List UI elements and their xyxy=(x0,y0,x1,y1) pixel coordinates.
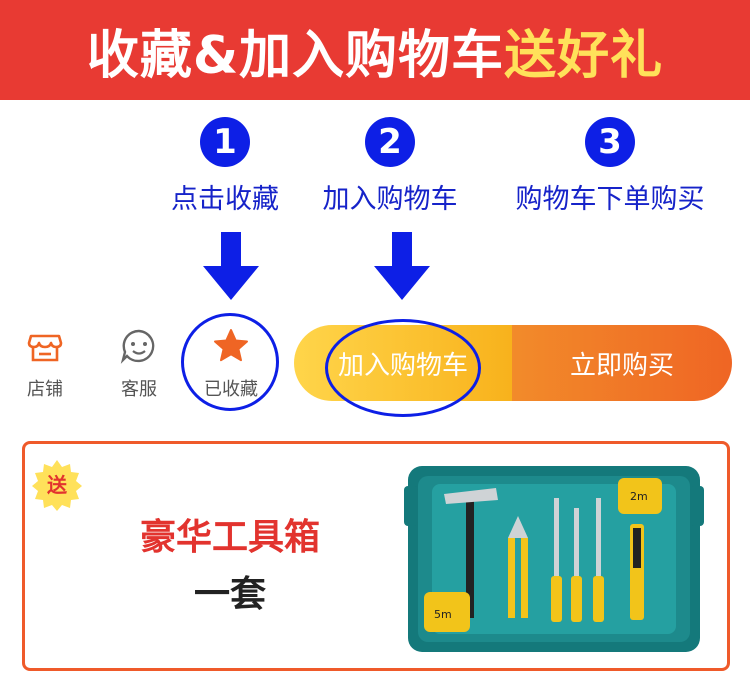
store-icon xyxy=(27,334,63,362)
step-number-2: 2 xyxy=(365,117,415,167)
tape-2m-label: 2m xyxy=(630,490,648,503)
service-label: 客服 xyxy=(121,379,157,400)
promo-banner: 收藏&加入购物车送好礼 xyxy=(0,0,750,100)
step-label-2: 加入购物车 xyxy=(322,184,458,215)
gift-badge: 送 xyxy=(32,460,82,511)
banner-highlight: 送好礼 xyxy=(504,25,664,86)
buy-now-button[interactable]: 立即购买 xyxy=(512,325,732,401)
tape-5m-label: 5m xyxy=(434,608,452,621)
customer-service-button[interactable]: 客服 xyxy=(104,320,174,401)
step-1: 1 点击收藏 xyxy=(115,117,335,216)
step-label-3: 购物车下单购买 xyxy=(515,184,705,215)
add-to-cart-highlight-circle xyxy=(325,319,481,417)
arrow-down-icon xyxy=(374,232,430,300)
gift-title: 豪华工具箱 xyxy=(139,517,320,558)
step-2: 2 加入购物车 xyxy=(280,117,500,216)
favorite-highlight-circle xyxy=(181,313,279,411)
step-3: 3 购物车下单购买 xyxy=(500,117,720,216)
banner-text: 收藏&加入购物车 xyxy=(86,25,505,86)
shop-button[interactable]: 店铺 xyxy=(10,320,80,401)
step-label-1: 点击收藏 xyxy=(171,184,279,215)
step-number-1: 1 xyxy=(200,117,250,167)
arrow-down-icon xyxy=(203,232,259,300)
gift-badge-text: 送 xyxy=(47,473,68,497)
shop-label: 店铺 xyxy=(27,379,63,400)
chat-smile-icon xyxy=(120,329,155,364)
toolbox-image: 5m 2m xyxy=(404,466,704,652)
step-number-3: 3 xyxy=(585,117,635,167)
gift-card xyxy=(22,441,730,671)
gift-quantity: 一套 xyxy=(193,574,266,615)
